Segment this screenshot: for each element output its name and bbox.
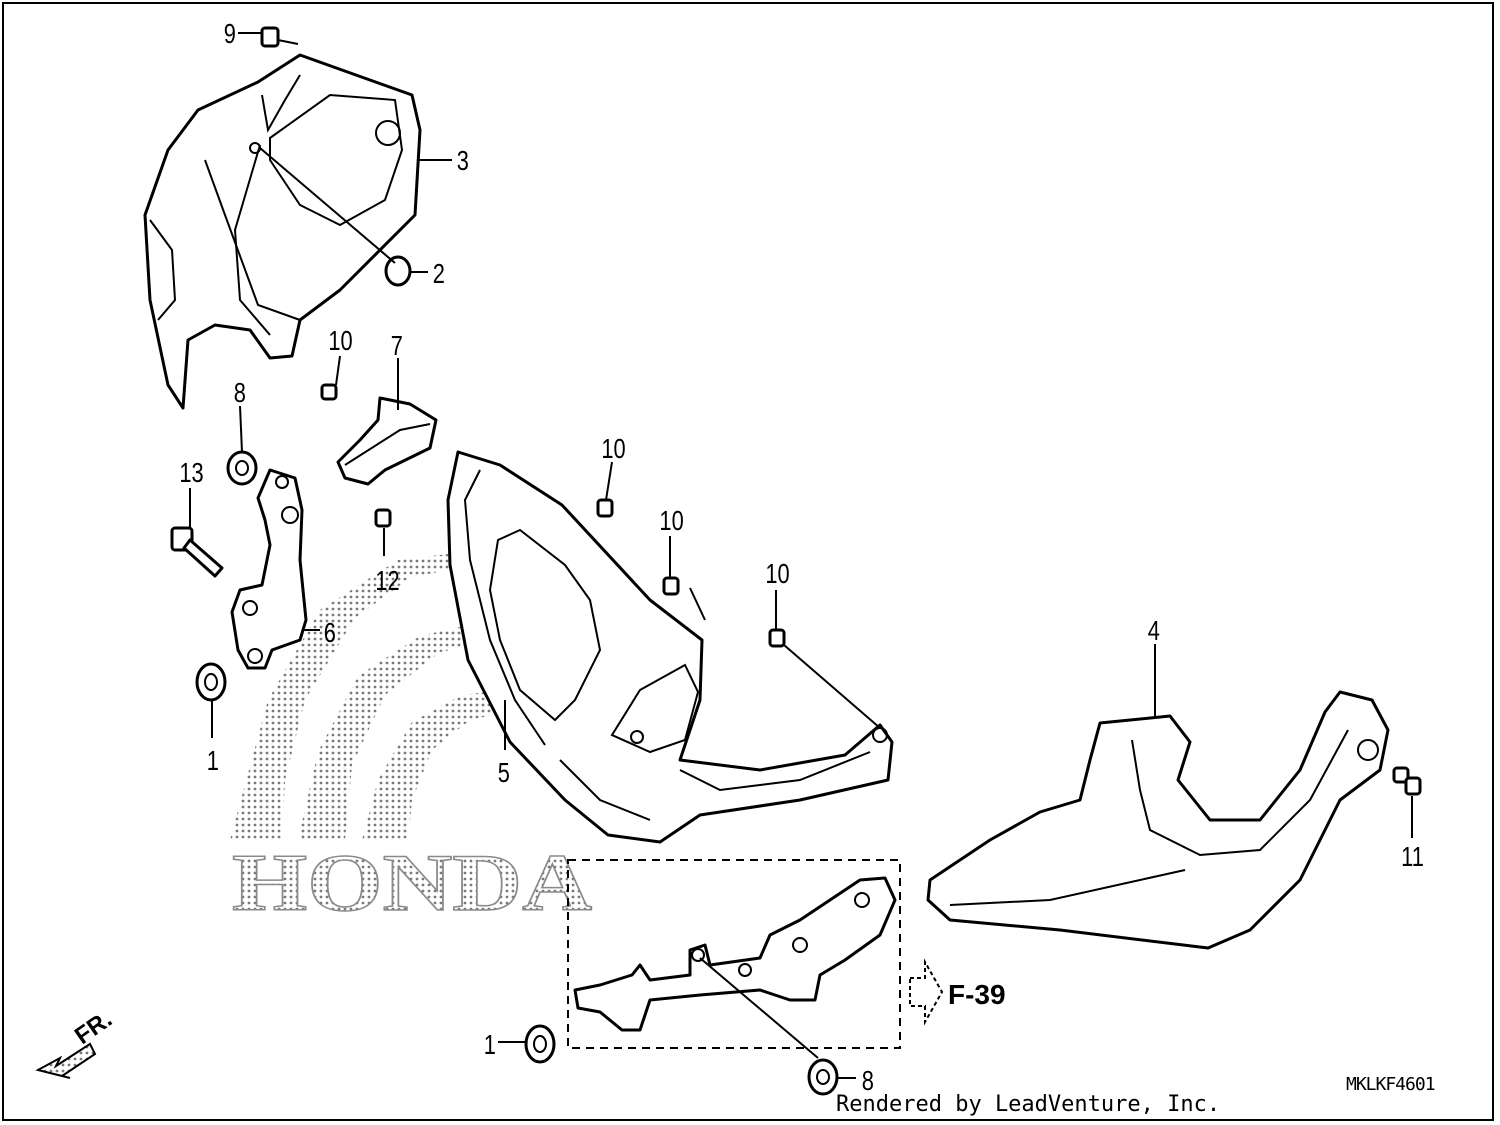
callout-11: 11: [1401, 841, 1424, 872]
footer-credit: Rendered by LeadVenture, Inc.: [836, 1092, 1221, 1117]
part-1-grommet-b: [524, 1024, 556, 1064]
part-8-nut-b: [807, 1058, 839, 1096]
part-11-screw: [1392, 766, 1422, 796]
callout-13: 13: [179, 457, 203, 488]
leader-lines: [189, 32, 1413, 1079]
part-5-lower-cowl: [446, 450, 894, 844]
callout-8-lower: 8: [862, 1065, 874, 1096]
callout-2: 2: [433, 258, 445, 289]
callout-12: 12: [375, 565, 399, 596]
honda-wing-watermark: [230, 548, 520, 840]
part-7-stay: [336, 396, 438, 486]
part-10-screw-b: [596, 498, 614, 518]
callout-7: 7: [391, 330, 403, 361]
part-9-screw: [260, 26, 299, 48]
hardware-parts: [170, 26, 1422, 1096]
callout-10-upper: 10: [328, 325, 352, 356]
callout-10-right: 10: [765, 558, 789, 589]
callout-numbers: 9 3 2 10 7 8 10 13 10 10 12 6 4 5 1 11 1…: [179, 18, 1423, 1096]
diagram-code: MKLKF4601: [1346, 1074, 1436, 1095]
part-13-bolt: [170, 526, 224, 578]
callout-4: 4: [1148, 615, 1160, 646]
callout-10-mid: 10: [659, 505, 683, 536]
callout-5: 5: [498, 757, 510, 788]
callout-3: 3: [457, 145, 469, 176]
callout-6: 6: [324, 617, 336, 648]
callout-10-mid-left: 10: [601, 433, 625, 464]
f39-reference-arrow: F-39: [909, 958, 1006, 1026]
part-12-clip: [374, 508, 392, 528]
part-6-bracket: [230, 468, 308, 670]
part-1-grommet-a: [195, 662, 227, 702]
front-direction-indicator: FR.: [35, 1006, 117, 1079]
callout-1-lower: 1: [484, 1029, 496, 1060]
callout-1-left: 1: [207, 745, 219, 776]
part-10-screw-c: [662, 576, 680, 596]
front-indicator-label: FR.: [70, 1006, 117, 1050]
part-10-screw-d: [768, 628, 786, 648]
part-2-grommet: [384, 255, 412, 287]
callout-8-upper: 8: [234, 377, 246, 408]
lower-bracket-assembly: [567, 859, 901, 1049]
f39-reference-label: F-39: [948, 979, 1006, 1010]
part-4-under-cover: [926, 690, 1390, 950]
part-10-screw-a: [320, 383, 338, 401]
part-8-nut-a: [226, 450, 258, 486]
part-3-inner-upper-cover: [143, 53, 422, 410]
callout-9: 9: [224, 18, 236, 49]
honda-watermark-text: HONDA: [232, 837, 592, 928]
